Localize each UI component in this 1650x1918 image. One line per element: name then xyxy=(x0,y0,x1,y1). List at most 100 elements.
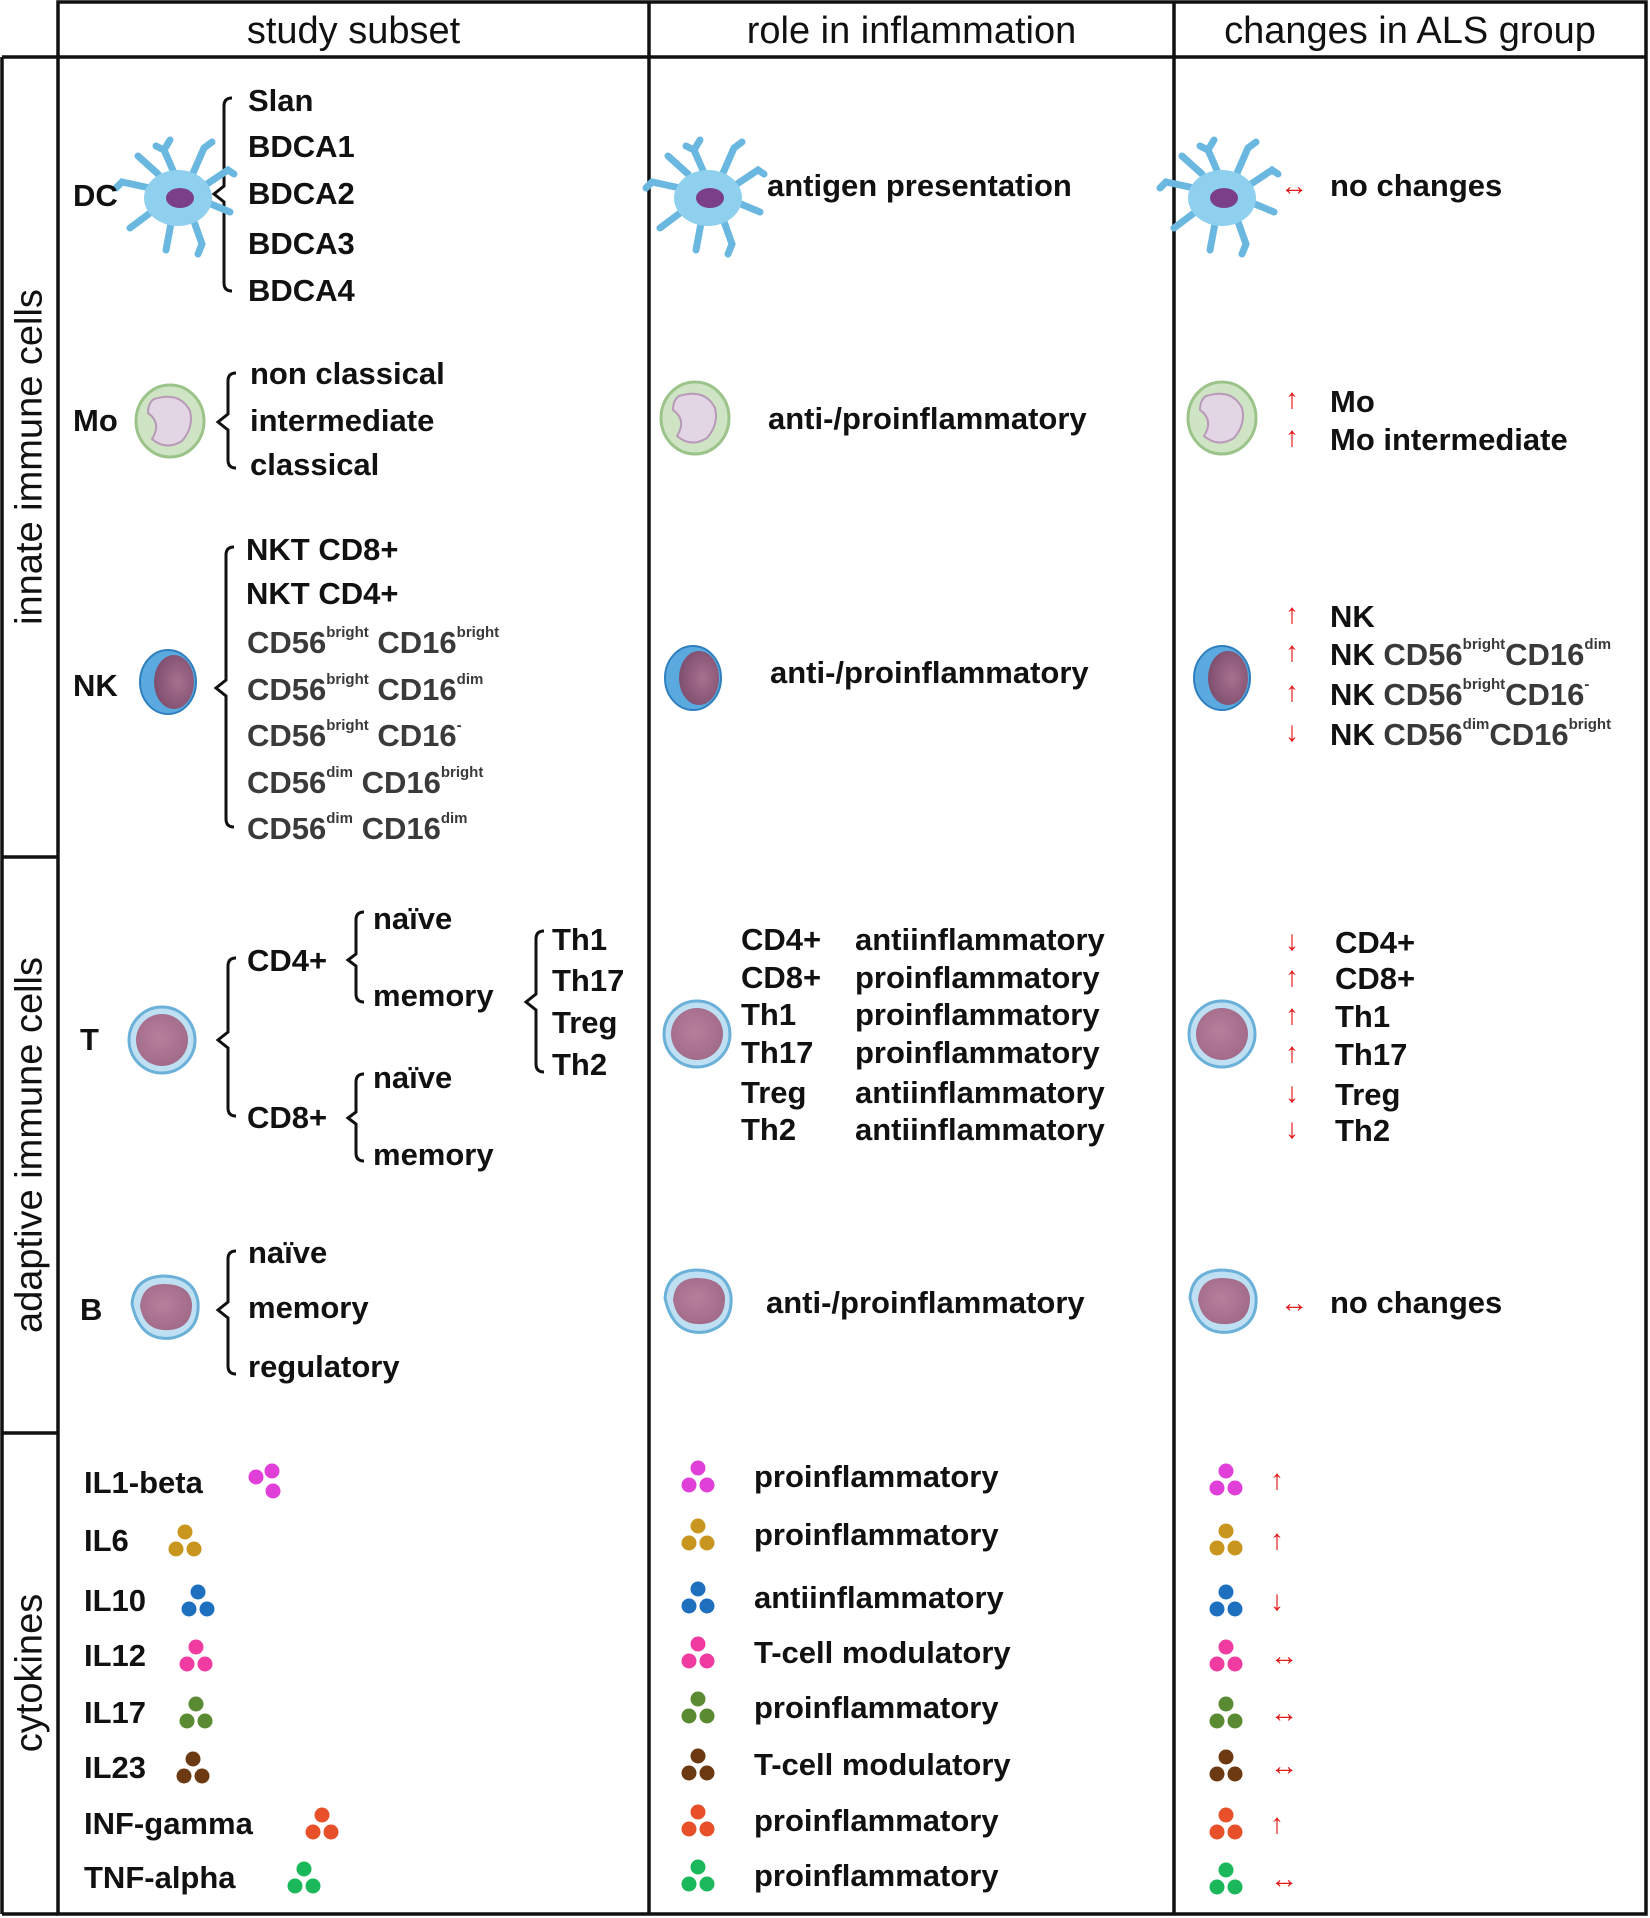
cytokine-name: INF-gamma xyxy=(84,1806,253,1841)
cytokine-dots-icon xyxy=(1209,1523,1243,1556)
cytokine-dots-icon xyxy=(1209,1584,1243,1617)
nk-subset: NKT CD8+ xyxy=(246,532,399,567)
cytokine-dots-icon xyxy=(681,1518,715,1551)
cytokine-role: proinflammatory xyxy=(754,1690,999,1725)
dc-subset: BDCA4 xyxy=(248,273,355,308)
cytokine-dots-icon xyxy=(179,1696,213,1729)
t-change-text: Treg xyxy=(1335,1077,1401,1112)
mo-subset: non classical xyxy=(250,356,445,391)
mo-cell-icon-role xyxy=(659,380,731,456)
b-subset: naïve xyxy=(248,1235,328,1270)
cytokine-dot-groups xyxy=(168,1460,1243,1895)
cytokine-dots-icon xyxy=(1209,1696,1243,1729)
dc-subset: Slan xyxy=(248,83,314,118)
cytokine-change-arrow: ↔ xyxy=(1270,1697,1298,1728)
dc-subset: BDCA1 xyxy=(248,129,355,164)
cytokine-name: TNF-alpha xyxy=(84,1860,236,1895)
header-changes-in-als: changes in ALS group xyxy=(1224,10,1596,52)
t-role-name: Th17 xyxy=(741,1035,814,1070)
nk-cell-icon-role xyxy=(664,645,722,711)
cytokine-dots-icon xyxy=(681,1581,715,1614)
cytokine-dots-icon xyxy=(1209,1749,1243,1782)
cytokine-name: IL6 xyxy=(84,1523,129,1558)
mo-change-text: Mo intermediate xyxy=(1330,422,1568,457)
nk-label: NK xyxy=(73,668,118,703)
t-th-subset: Th17 xyxy=(552,963,625,998)
cytokine-change-arrow: ↑ xyxy=(1270,1464,1284,1495)
t-cell-icon-role xyxy=(662,999,732,1069)
cytokine-dots-icon xyxy=(681,1460,715,1493)
cytokine-role: proinflammatory xyxy=(754,1858,999,1893)
t-th-subset: Th1 xyxy=(552,922,608,957)
cytokine-change-arrow: ↑ xyxy=(1270,1524,1284,1555)
mo-cell-icon xyxy=(134,383,206,459)
t-change-text: Th1 xyxy=(1335,999,1391,1034)
b-cell-icon-change xyxy=(1188,1268,1258,1334)
group-label-innate: innate immune cells xyxy=(8,289,51,625)
cytokine-change-arrow: ↓ xyxy=(1270,1585,1284,1616)
t-role-name: Treg xyxy=(741,1075,807,1110)
t-change-arrow: ↓ xyxy=(1285,925,1299,956)
cytokine-dots-icon xyxy=(181,1584,215,1617)
t-change-arrow: ↓ xyxy=(1285,1077,1299,1108)
t-cell-icon xyxy=(127,1005,197,1075)
t-label: T xyxy=(80,1022,99,1057)
cytokine-role: T-cell modulatory xyxy=(754,1635,1011,1670)
t-change-text: Th2 xyxy=(1335,1113,1391,1148)
cytokine-role: proinflammatory xyxy=(754,1517,999,1552)
cytokine-dots-icon xyxy=(1209,1463,1243,1496)
t-cd4: CD4+ xyxy=(247,943,328,978)
t-cd4-subset: naïve xyxy=(373,901,453,936)
cytokine-dots-icon xyxy=(248,1463,281,1499)
t-role-value: antiinflammatory xyxy=(855,922,1105,957)
cytokine-dots-icon xyxy=(176,1751,210,1784)
t-change-text: Th17 xyxy=(1335,1037,1408,1072)
t-change-arrow: ↑ xyxy=(1285,961,1299,992)
cytokine-change-arrow: ↔ xyxy=(1270,1640,1298,1671)
mo-change-arrow: ↑ xyxy=(1285,383,1299,414)
nk-subset: NKT CD4+ xyxy=(246,576,399,611)
t-cd8-subset: memory xyxy=(373,1137,494,1172)
nk-cd-subset: CD56bright CD16- xyxy=(247,717,462,753)
b-cell-icon xyxy=(130,1274,200,1340)
cytokine-dots-icon xyxy=(681,1859,715,1892)
b-change-text: no changes xyxy=(1330,1285,1503,1320)
nk-change-arrow: ↑ xyxy=(1285,598,1299,629)
cytokine-dots-icon xyxy=(305,1807,339,1840)
cytokine-dots-icon xyxy=(168,1524,202,1557)
cytokine-name: IL12 xyxy=(84,1638,147,1673)
t-role-value: proinflammatory xyxy=(855,960,1100,995)
nk-cd-subset: CD56dim CD16dim xyxy=(247,810,468,846)
cytokine-name: IL10 xyxy=(84,1583,147,1618)
t-change-arrow: ↓ xyxy=(1285,1113,1299,1144)
mo-subset: classical xyxy=(250,447,380,482)
t-role-name: Th1 xyxy=(741,997,797,1032)
header-role-in-inflammation: role in inflammation xyxy=(746,10,1077,52)
t-role-value: antiinflammatory xyxy=(855,1112,1105,1147)
b-cell-icon-role xyxy=(663,1268,733,1334)
b-label: B xyxy=(80,1292,103,1327)
nk-change-arrow: ↑ xyxy=(1285,636,1299,667)
mo-role: anti-/proinflammatory xyxy=(768,401,1087,436)
cytokine-dots-icon xyxy=(1209,1807,1243,1840)
cytokine-role: T-cell modulatory xyxy=(754,1747,1011,1782)
b-change-arrow: ↔ xyxy=(1280,1287,1308,1318)
nk-change-arrow: ↑ xyxy=(1285,676,1299,707)
cytokine-role: antiinflammatory xyxy=(754,1580,1004,1615)
group-label-adaptive: adaptive immune cells xyxy=(8,957,51,1333)
t-change-text: CD4+ xyxy=(1335,925,1416,960)
nk-role: anti-/proinflammatory xyxy=(770,655,1089,690)
mo-subset: intermediate xyxy=(250,403,435,438)
b-subset: regulatory xyxy=(248,1349,400,1384)
dc-label: DC xyxy=(73,178,118,213)
mo-label: Mo xyxy=(73,403,118,438)
nk-cd-subset: CD56dim CD16bright xyxy=(247,764,484,800)
t-role-value: antiinflammatory xyxy=(855,1075,1105,1110)
t-cd4-subset: memory xyxy=(373,978,494,1013)
cytokine-name: IL1-beta xyxy=(84,1465,203,1500)
nk-change-arrow: ↓ xyxy=(1285,716,1299,747)
t-cd8-subset: naïve xyxy=(373,1060,453,1095)
cytokine-dots-icon xyxy=(179,1639,213,1672)
dc-cell-icon-role xyxy=(642,136,768,258)
